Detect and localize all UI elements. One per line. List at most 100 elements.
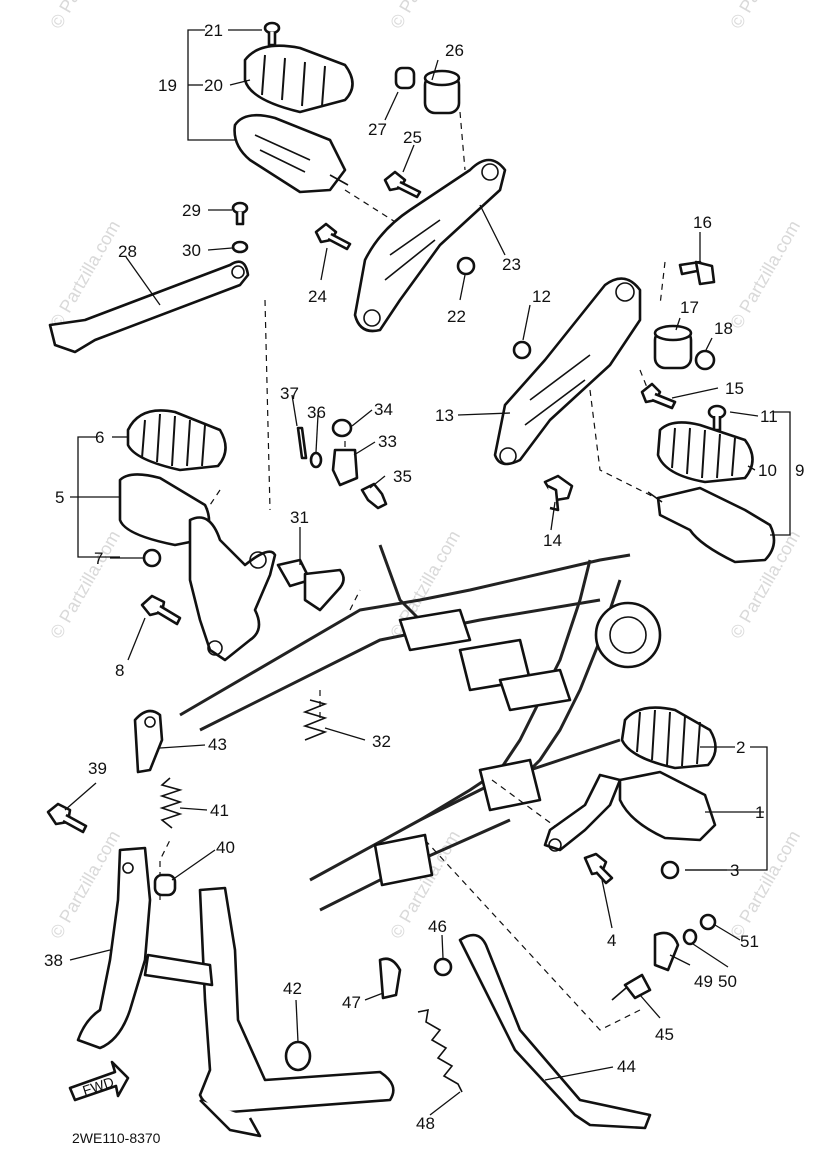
callout-14: 14 (543, 531, 562, 550)
callout-23: 23 (502, 255, 521, 274)
part-43-bracket[interactable] (133, 709, 164, 774)
part-35-bolt[interactable] (360, 482, 388, 510)
callout-29: 29 (182, 201, 201, 220)
callout-51: 51 (740, 932, 759, 951)
part-39-bolt[interactable] (46, 802, 88, 834)
part-50-washer[interactable] (682, 928, 698, 946)
part-29-bolt[interactable] (231, 201, 249, 226)
part-40-collar[interactable] (153, 873, 177, 897)
callout-37: 37 (280, 384, 299, 403)
callout-38: 38 (44, 951, 63, 970)
part-30-washer[interactable] (231, 240, 249, 254)
part-31-shaft[interactable] (276, 558, 345, 612)
part-13-bracket[interactable] (493, 277, 642, 466)
part-1-footrest[interactable] (543, 770, 717, 852)
callout-13: 13 (435, 406, 454, 425)
part-6-footrest-rubber[interactable] (126, 409, 227, 472)
callout-39: 39 (88, 759, 107, 778)
part-8-bolt[interactable] (140, 594, 182, 626)
callout-12: 12 (532, 287, 551, 306)
part-22-nut[interactable] (456, 256, 476, 276)
callout-28: 28 (118, 242, 137, 261)
watermark: © Partzilla.com (386, 0, 464, 32)
part-33-joint[interactable] (331, 448, 359, 487)
part-20-footrest-rubber[interactable] (243, 44, 354, 114)
part-47-bracket[interactable] (378, 957, 402, 1000)
part-27-bushing[interactable] (394, 66, 416, 90)
watermark: © Partzilla.com (46, 527, 124, 642)
part-2-footrest-rubber[interactable] (620, 706, 717, 770)
part-5-bracket[interactable] (188, 516, 277, 662)
callout-30: 30 (182, 241, 201, 260)
part-36-washer[interactable] (309, 451, 323, 469)
callout-34: 34 (374, 400, 393, 419)
callout-43: 43 (208, 735, 227, 754)
callout-48: 48 (416, 1114, 435, 1133)
callout-8: 8 (115, 661, 124, 680)
callout-1: 1 (755, 803, 764, 822)
part-51-nut[interactable] (699, 913, 717, 931)
part-41-spring[interactable] (159, 777, 183, 829)
part-48-spring[interactable] (417, 1008, 463, 1093)
callout-17: 17 (680, 298, 699, 317)
callout-16: 16 (693, 213, 712, 232)
part-37-pin[interactable] (296, 426, 308, 460)
callout-7: 7 (94, 549, 103, 568)
part-28-pedal[interactable] (48, 260, 250, 354)
watermark: © Partzilla.com (46, 827, 124, 942)
callout-21: 21 (204, 21, 223, 40)
part-17-bushing[interactable] (653, 324, 693, 370)
callout-4: 4 (607, 931, 616, 950)
callout-27: 27 (368, 120, 387, 139)
callout-45: 45 (655, 1025, 674, 1044)
drawing-code: 2WE110-8370 (72, 1130, 161, 1146)
part-24-bolt[interactable] (314, 222, 352, 251)
callout-6: 6 (95, 428, 104, 447)
callout-24: 24 (308, 287, 327, 306)
callout-labels: 1 2 3 4 5 6 7 8 9 10 11 12 13 14 15 16 1… (44, 21, 804, 1133)
part-46-nut[interactable] (433, 957, 453, 977)
callout-40: 40 (216, 838, 235, 857)
callout-47: 47 (342, 993, 361, 1012)
motorcycle-frame (179, 544, 662, 912)
part-32-spring[interactable] (302, 699, 328, 741)
part-21-screw[interactable] (263, 21, 281, 47)
fwd-arrow-icon: FWD (68, 1060, 130, 1102)
callout-2: 2 (736, 738, 745, 757)
part-19-footrest[interactable] (233, 113, 349, 194)
part-16-bolt[interactable] (678, 260, 716, 286)
callout-31: 31 (290, 508, 309, 527)
part-42-bumper[interactable] (284, 1040, 312, 1072)
part-45-switch[interactable] (611, 973, 652, 1001)
callout-10: 10 (758, 461, 777, 480)
callout-25: 25 (403, 128, 422, 147)
part-11-screw[interactable] (707, 404, 727, 432)
leader-lines (64, 29, 764, 1116)
part-49-plate[interactable] (653, 931, 680, 972)
part-38-center-stand[interactable] (76, 846, 395, 1138)
watermark: © Partzilla.com (46, 0, 124, 32)
part-9-footrest[interactable] (647, 486, 776, 564)
callout-15: 15 (725, 379, 744, 398)
part-10-footrest-rubber[interactable] (656, 421, 754, 484)
callout-49: 49 (694, 972, 713, 991)
callout-42: 42 (283, 979, 302, 998)
callout-35: 35 (393, 467, 412, 486)
part-7-nut[interactable] (142, 548, 162, 568)
part-12-nut[interactable] (512, 340, 532, 360)
part-14-bolt[interactable] (543, 474, 574, 512)
part-34-nut[interactable] (331, 418, 353, 438)
watermark: © Partzilla.com (726, 217, 804, 332)
callout-11: 11 (760, 407, 778, 426)
part-18-nut[interactable] (694, 349, 716, 371)
part-25-bolt[interactable] (383, 170, 422, 199)
callout-18: 18 (714, 319, 733, 338)
part-44-side-stand[interactable] (458, 933, 652, 1130)
part-4-bolt[interactable] (583, 852, 614, 885)
part-15-bolt[interactable] (640, 382, 677, 410)
callout-20: 20 (204, 76, 223, 95)
fwd-label: FWD (80, 1074, 115, 1099)
part-26-bushing[interactable] (423, 69, 461, 115)
part-23-bracket[interactable] (353, 158, 507, 333)
part-3-nut[interactable] (660, 860, 680, 880)
